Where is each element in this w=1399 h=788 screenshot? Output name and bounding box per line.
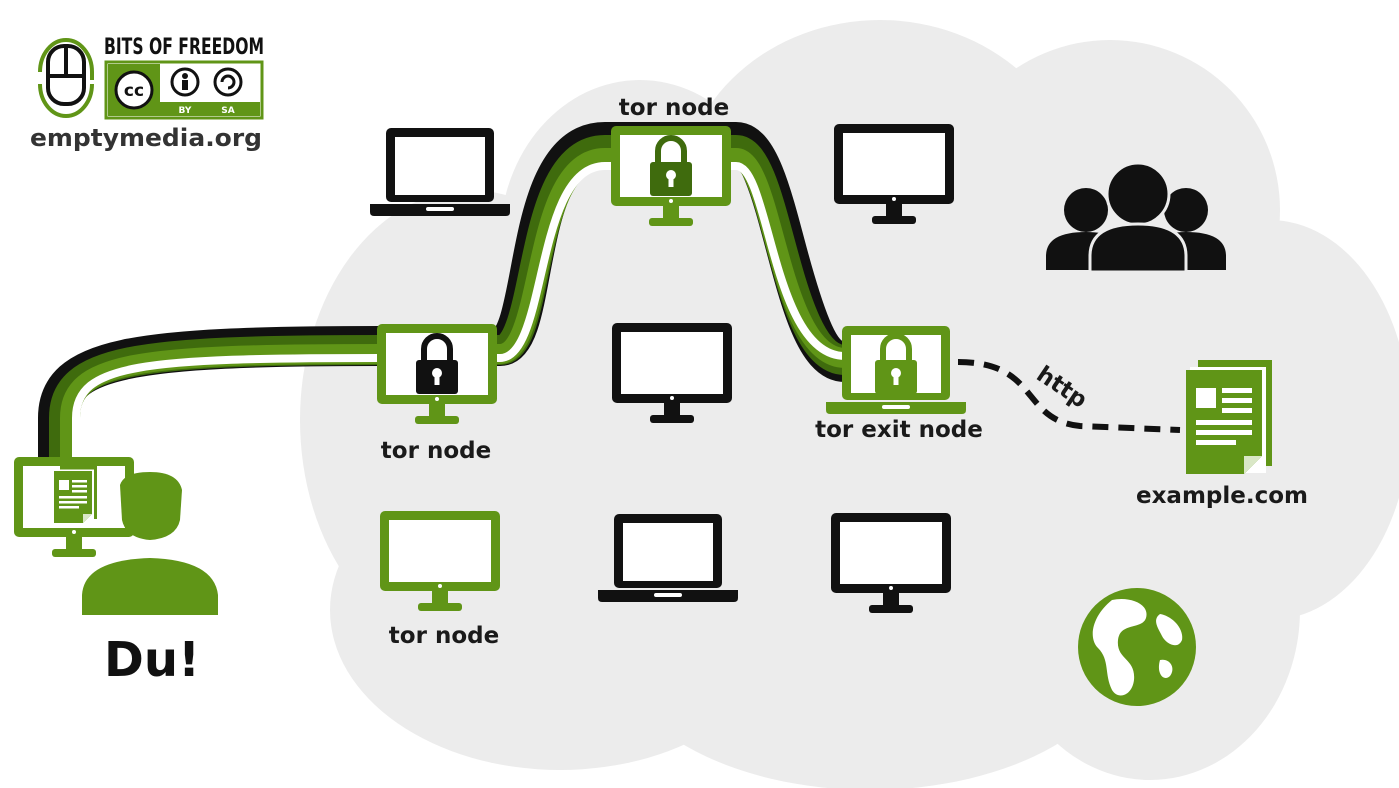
svg-text:cc: cc <box>124 81 144 101</box>
http-link <box>957 359 1181 433</box>
logo-org-name: BITS OF FREEDOM <box>104 35 264 60</box>
people-icon <box>1046 161 1226 274</box>
document-icon <box>54 466 97 523</box>
sa-icon <box>213 67 243 97</box>
svg-text:BY: BY <box>179 106 192 116</box>
tor-node-entry-label: tor node <box>381 438 491 464</box>
bits-of-freedom-logo: BITS OF FREEDOM cc BY SA emptymedia.org <box>30 35 264 152</box>
document-icon <box>1186 360 1272 474</box>
cc-icon <box>114 70 154 110</box>
circuit-layer-core <box>72 162 846 462</box>
globe-icon <box>1078 588 1196 706</box>
logo-url: emptymedia.org <box>30 124 262 152</box>
svg-text:SA: SA <box>221 106 234 116</box>
mouse-icon <box>38 38 94 118</box>
person-icon <box>82 472 218 615</box>
you-label: Du! <box>104 632 200 688</box>
tor-circuit <box>38 122 850 462</box>
site-label: example.com <box>1136 483 1308 509</box>
tor-exit-node-label: tor exit node <box>815 417 983 443</box>
tor-node-middle-label: tor node <box>619 95 729 121</box>
tor-node-idle-label: tor node <box>389 623 499 649</box>
cc-license-badge: cc BY SA <box>104 60 264 120</box>
